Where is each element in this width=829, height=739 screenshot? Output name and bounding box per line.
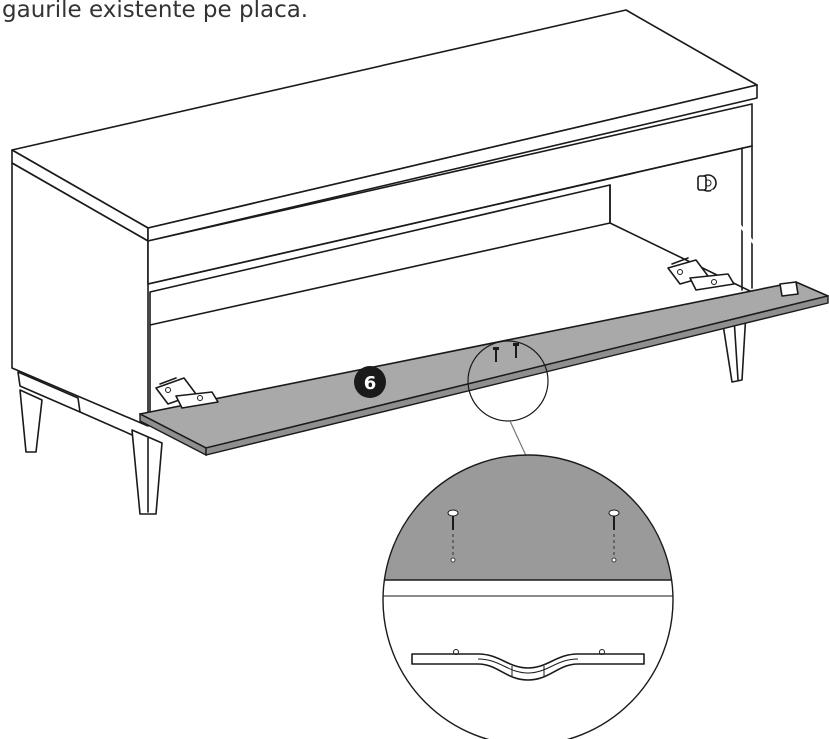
screw-icon: [447, 509, 459, 563]
detail-panel-surface: [383, 455, 673, 580]
top-panel-front-edge: [147, 84, 758, 242]
detail-view-border: [382, 454, 674, 739]
flap-door: 6: [139, 281, 829, 457]
screw-icon: [608, 509, 620, 563]
flap-door-top-face: [139, 281, 829, 449]
callout-leader-line: [509, 420, 529, 461]
flap-door-front-edge: [205, 295, 829, 456]
screw-icon: [513, 343, 519, 358]
part-number-label: 6: [364, 373, 377, 394]
cabinet: [11, 9, 758, 443]
instruction-text: gaurile existente pe placa.: [2, 0, 309, 23]
leg-left-front: [131, 429, 163, 515]
left-side-panel: [11, 162, 149, 427]
handle-icon: [411, 649, 645, 681]
magnifier-callout-icon: [467, 340, 549, 422]
leg-left-back: [19, 389, 43, 453]
part-number-badge: [354, 366, 386, 398]
hinge-right: [667, 257, 735, 291]
screw-icon: [493, 347, 499, 362]
gas-strut: [697, 174, 799, 297]
legs: [19, 311, 747, 515]
flap-screws: [493, 343, 519, 362]
hinge-left: [155, 377, 219, 409]
